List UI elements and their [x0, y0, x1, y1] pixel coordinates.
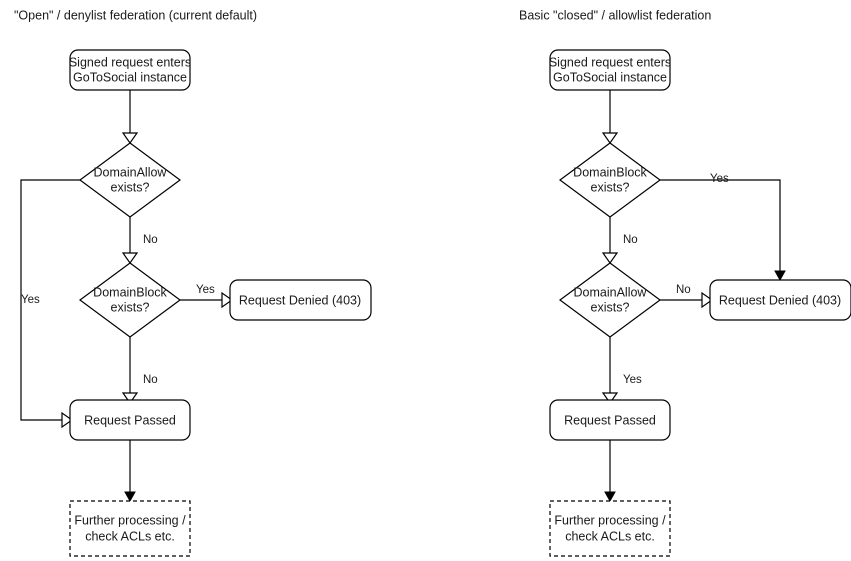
arrowhead-open-domainallow-no-right	[701, 291, 714, 309]
request-denied-label-right: Request Denied (403)	[719, 293, 841, 307]
arrowhead-open-domainallow-no-left	[121, 252, 139, 265]
request-denied-box-shape-right	[709, 279, 851, 321]
further-processing-label-line2-left: check ACLs etc.	[85, 529, 175, 543]
node-request-denied-right[interactable]: Request Denied (403)	[709, 279, 851, 321]
entry-label-line2-right: GoToSocial instance	[553, 70, 667, 84]
domainblock-label-line1-left: DomainBlock	[93, 285, 167, 299]
node-request-passed-right[interactable]: Request Passed	[549, 399, 671, 441]
edge-domainblock-yes-to-denied-right	[660, 179, 781, 273]
request-denied-label-left: Request Denied (403)	[239, 293, 361, 307]
node-decision-domainblock-left[interactable]: DomainBlock exists?	[78, 262, 182, 338]
arrowhead-open-domainallow-yes-right	[601, 392, 619, 405]
edge-label-domainallow-yes-left: Yes	[21, 294, 40, 306]
edge-label-domainblock-yes-right: Yes	[710, 173, 729, 185]
arrowhead-solid-passed-to-further-right	[604, 491, 616, 503]
edge-label-domainallow-no-right: No	[676, 284, 691, 296]
column-closed-allowlist: Basic "closed" / allowlist federation Si…	[519, 8, 851, 557]
domainallow-label-line2-right: exists?	[591, 300, 630, 314]
edge-label-domainblock-no-right: No	[623, 234, 638, 246]
node-request-passed-left[interactable]: Request Passed	[69, 399, 191, 441]
edge-label-domainallow-no-left: No	[143, 234, 158, 246]
further-processing-box-shape-right	[549, 500, 671, 557]
domainallow-label-line2-left: exists?	[111, 180, 150, 194]
arrowhead-open-entry-to-domainallow-left	[121, 132, 139, 145]
arrowhead-open-domainallow-yes-left	[61, 411, 74, 429]
entry-label-line1-right: Signed request enters	[549, 55, 671, 69]
further-processing-label-line2-right: check ACLs etc.	[565, 529, 655, 543]
arrowhead-solid-domainblock-yes-right	[774, 270, 786, 282]
domainblock-label-line2-right: exists?	[591, 180, 630, 194]
edge-label-domainblock-yes-left: Yes	[196, 284, 215, 296]
further-processing-label-line1-right: Further processing /	[554, 513, 666, 527]
arrowhead-open-domainblock-no-left	[121, 392, 139, 405]
entry-label-line1-left: Signed request enters	[69, 55, 191, 69]
node-further-processing-left[interactable]: Further processing / check ACLs etc.	[69, 500, 191, 557]
arrowhead-open-entry-to-domainblock-right	[601, 132, 619, 145]
node-signed-request-entry-right[interactable]: Signed request enters GoToSocial instanc…	[549, 49, 671, 91]
domainallow-label-line1-right: DomainAllow	[574, 285, 648, 299]
node-request-denied-left[interactable]: Request Denied (403)	[229, 279, 372, 321]
node-signed-request-entry-left[interactable]: Signed request enters GoToSocial instanc…	[69, 49, 191, 91]
entry-label-line2-left: GoToSocial instance	[73, 70, 187, 84]
node-decision-domainblock-right[interactable]: DomainBlock exists?	[558, 142, 662, 218]
arrowhead-solid-passed-to-further-left	[124, 491, 136, 503]
request-denied-box-shape-left	[229, 279, 372, 321]
column-open-denylist: "Open" / denylist federation (current de…	[14, 8, 372, 557]
further-processing-box-shape-left	[69, 500, 191, 557]
domainblock-label-line1-right: DomainBlock	[573, 165, 647, 179]
node-decision-domainallow-right[interactable]: DomainAllow exists?	[558, 262, 662, 338]
domainallow-label-line1-left: DomainAllow	[94, 165, 168, 179]
arrowhead-open-domainblock-yes-left	[221, 291, 234, 309]
column-title-closed-allowlist: Basic "closed" / allowlist federation	[519, 8, 711, 22]
edge-label-domainblock-no-left: No	[143, 374, 158, 386]
node-further-processing-right[interactable]: Further processing / check ACLs etc.	[549, 500, 671, 557]
column-title-open-denylist: "Open" / denylist federation (current de…	[14, 8, 257, 22]
arrowhead-open-domainblock-no-right	[601, 252, 619, 265]
edge-domainallow-yes-to-passed-left	[20, 179, 80, 421]
request-passed-label-left: Request Passed	[84, 413, 176, 427]
further-processing-label-line1-left: Further processing /	[74, 513, 186, 527]
node-decision-domainallow-left[interactable]: DomainAllow exists?	[78, 142, 182, 218]
edge-label-domainallow-yes-right: Yes	[623, 374, 642, 386]
domainblock-label-line2-left: exists?	[111, 300, 150, 314]
request-passed-label-right: Request Passed	[564, 413, 656, 427]
